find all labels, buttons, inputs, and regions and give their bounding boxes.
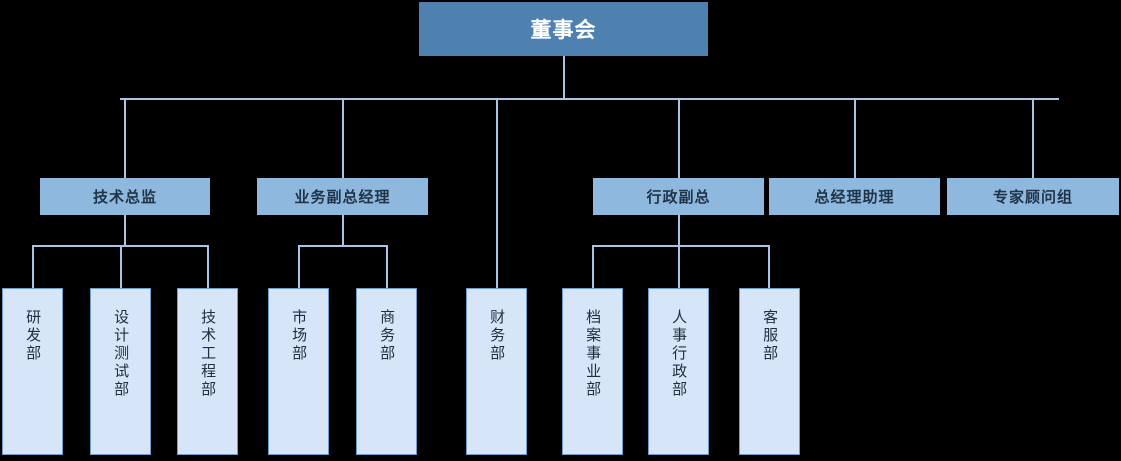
- org-node-business-vp-label: 业务副总经理: [294, 188, 391, 206]
- org-node-tech-director-label: 技术总监: [92, 188, 157, 206]
- connector-to-design-test-dept: [120, 245, 122, 288]
- connector-bus-to-expert-group: [1032, 98, 1034, 178]
- org-node-rd-dept-label: 研发部: [24, 309, 43, 363]
- org-node-tech-engineering-dept-label: 技术工程部: [199, 309, 218, 399]
- org-node-hr-admin-dept[interactable]: 人事行政部: [648, 288, 709, 455]
- org-node-admin-vp-label: 行政副总: [646, 188, 711, 206]
- org-node-business-vp[interactable]: 业务副总经理: [257, 178, 428, 215]
- org-node-admin-vp[interactable]: 行政副总: [593, 178, 764, 215]
- connector-admin-vp-drop: [678, 215, 680, 247]
- org-node-root-label: 董事会: [530, 18, 597, 42]
- org-node-gm-assistant-label: 总经理助理: [814, 188, 895, 206]
- org-node-design-test-dept-label: 设计测试部: [112, 309, 131, 399]
- org-node-marketing-dept-label: 市场部: [290, 309, 309, 363]
- org-node-commerce-dept-label: 商务部: [378, 309, 397, 363]
- connector-to-rd-dept: [32, 245, 34, 288]
- connector-bus-to-finance-dept: [496, 98, 498, 288]
- connector-admin-vp-bus: [592, 245, 770, 247]
- org-node-finance-dept[interactable]: 财务部: [466, 288, 527, 455]
- connector-to-hr-admin-dept: [678, 245, 680, 288]
- connector-business-vp-bus: [298, 245, 388, 247]
- org-node-commerce-dept[interactable]: 商务部: [356, 288, 417, 455]
- org-node-customer-service-dept[interactable]: 客服部: [739, 288, 800, 455]
- connector-to-commerce-dept: [386, 245, 388, 288]
- org-node-hr-admin-dept-label: 人事行政部: [670, 309, 689, 399]
- connector-bus-to-business-vp: [342, 98, 344, 178]
- org-node-archive-dept-label: 档案事业部: [584, 309, 603, 399]
- connector-bus-to-admin-vp: [678, 98, 680, 178]
- connector-to-tech-engineering-dept: [207, 245, 209, 288]
- connector-to-archive-dept: [592, 245, 594, 288]
- org-node-expert-group-label: 专家顾问组: [992, 188, 1073, 206]
- org-node-expert-group[interactable]: 专家顾问组: [947, 178, 1119, 215]
- org-node-archive-dept[interactable]: 档案事业部: [562, 288, 623, 455]
- connector-root-drop: [563, 56, 565, 99]
- org-node-rd-dept[interactable]: 研发部: [2, 288, 63, 455]
- connector-bus-to-tech-director: [124, 98, 126, 178]
- org-node-finance-dept-label: 财务部: [488, 309, 507, 363]
- org-node-gm-assistant[interactable]: 总经理助理: [769, 178, 940, 215]
- connector-to-marketing-dept: [298, 245, 300, 288]
- org-node-tech-director[interactable]: 技术总监: [40, 178, 210, 215]
- org-node-root[interactable]: 董事会: [419, 2, 708, 56]
- org-node-marketing-dept[interactable]: 市场部: [268, 288, 329, 455]
- connector-business-vp-drop: [342, 215, 344, 247]
- org-node-tech-engineering-dept[interactable]: 技术工程部: [177, 288, 238, 455]
- org-node-design-test-dept[interactable]: 设计测试部: [90, 288, 151, 455]
- connector-level2-bus: [120, 98, 1059, 100]
- connector-bus-to-gm-assistant: [854, 98, 856, 178]
- connector-to-customer-service-dept: [768, 245, 770, 288]
- connector-tech-director-drop: [124, 215, 126, 247]
- org-node-customer-service-dept-label: 客服部: [761, 309, 780, 363]
